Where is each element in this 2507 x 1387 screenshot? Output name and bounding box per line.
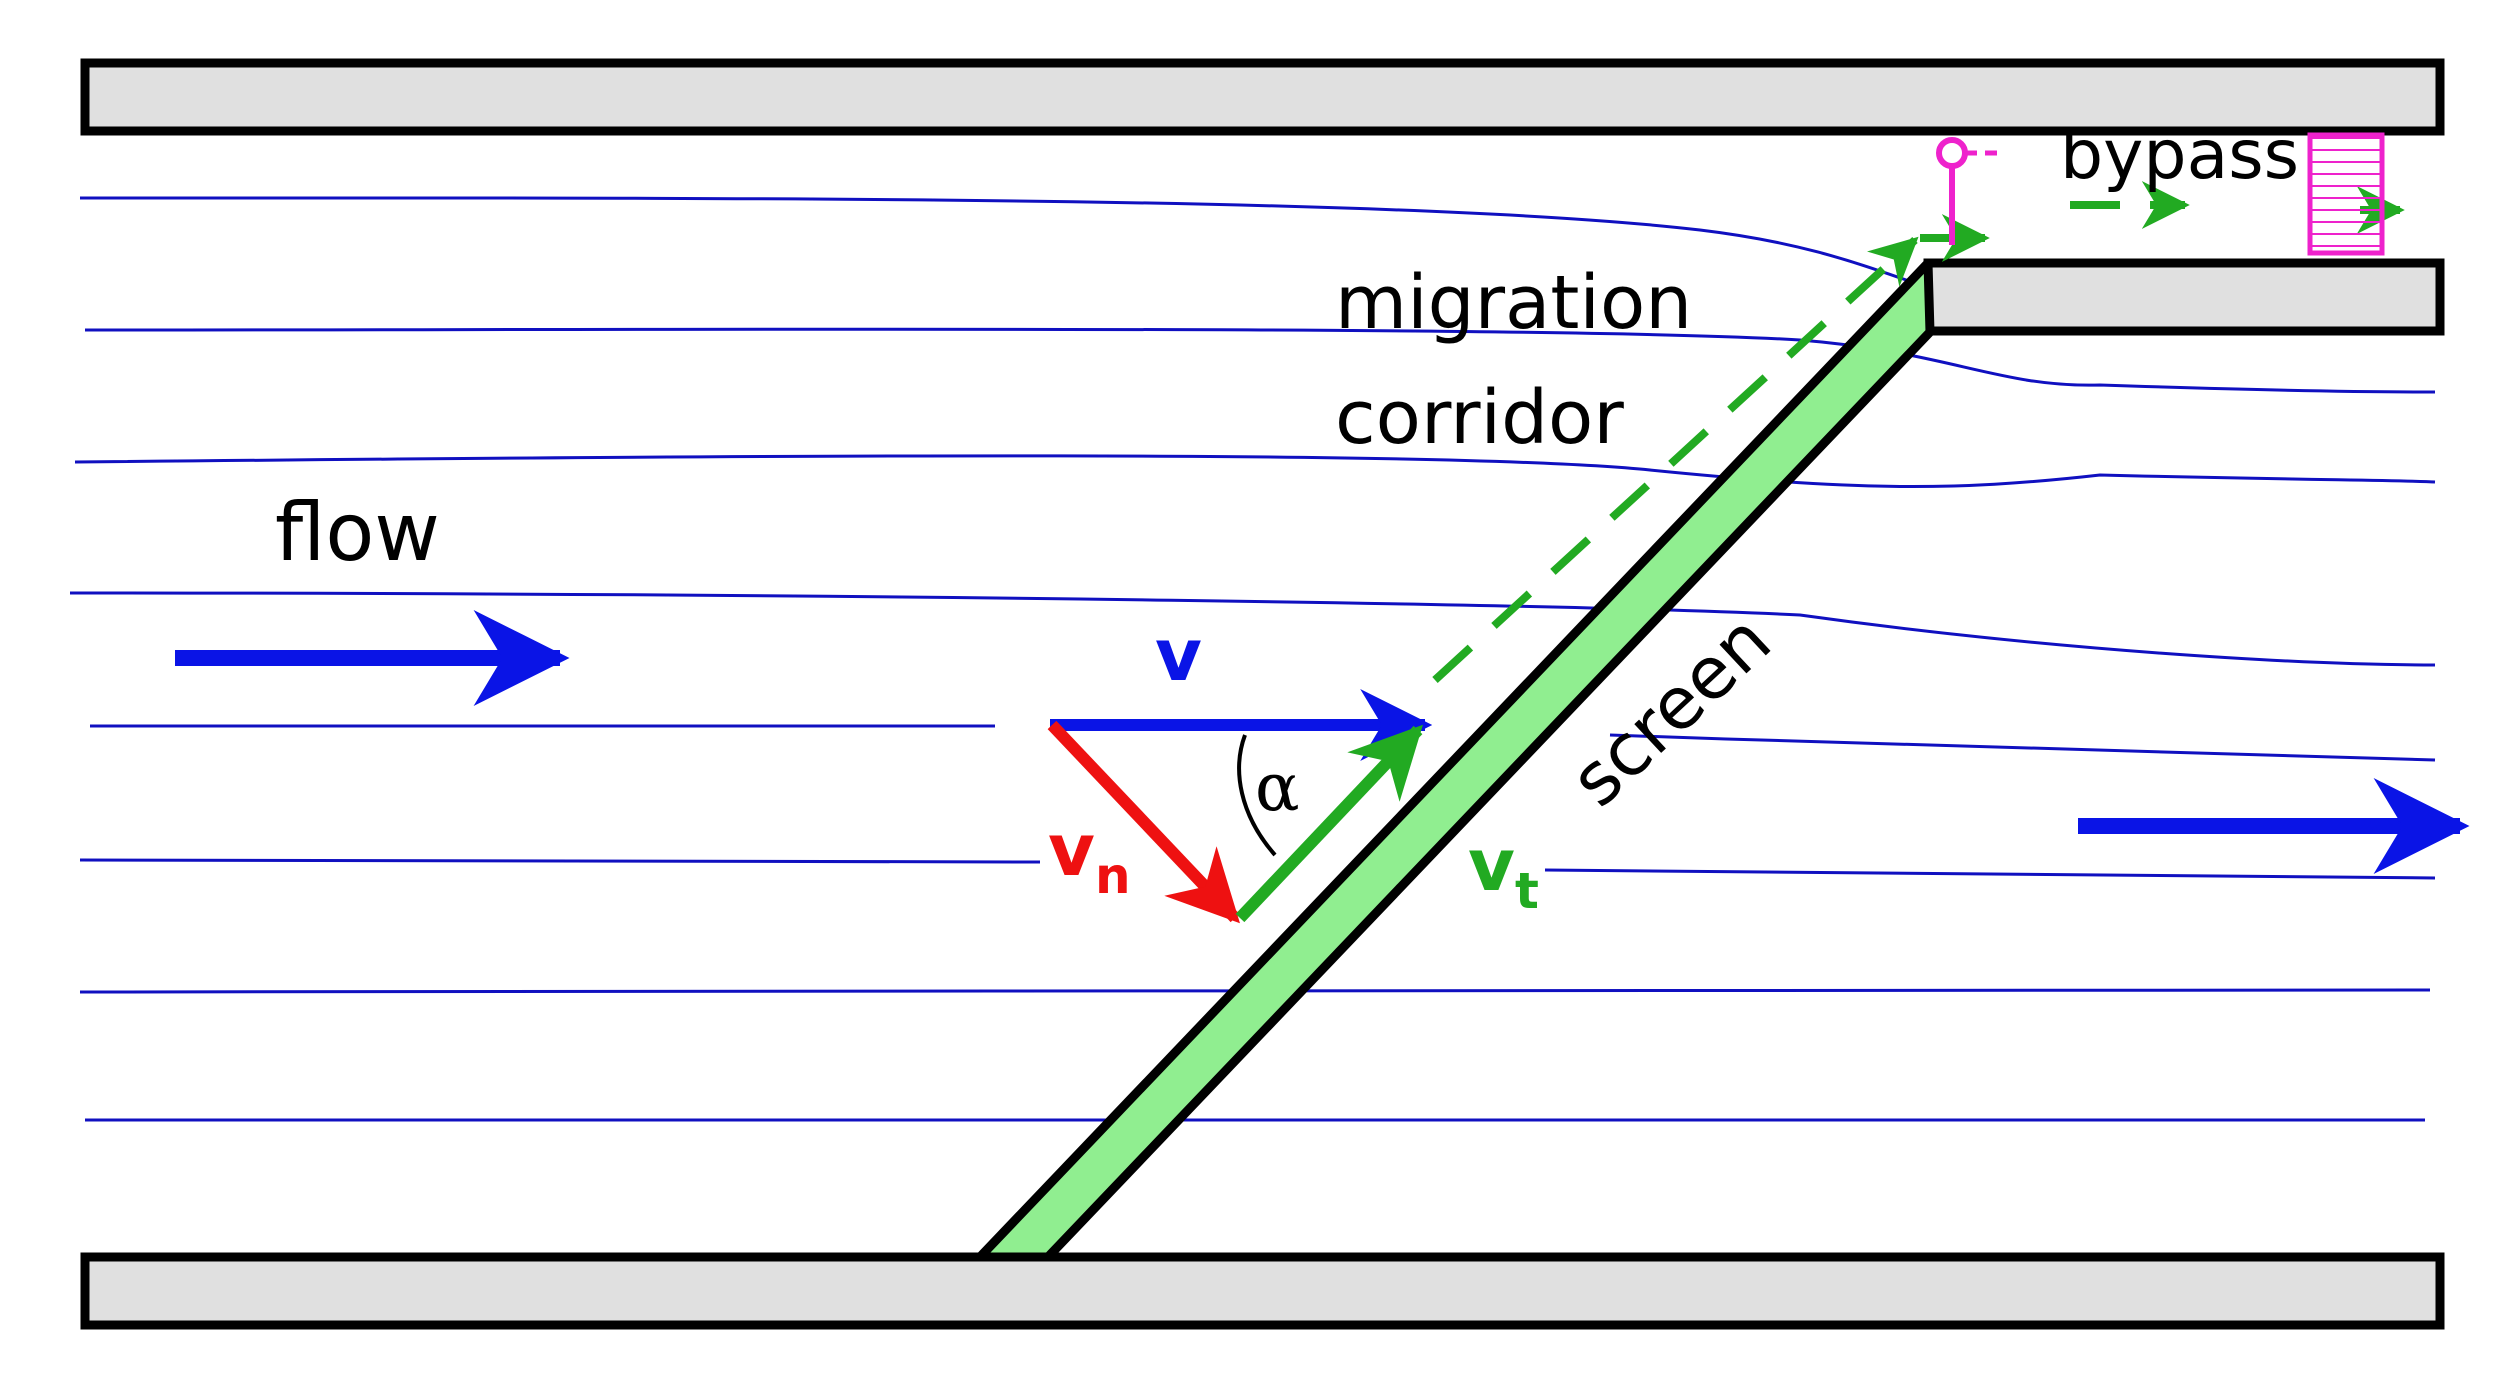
alpha-label: α xyxy=(1255,749,1300,826)
vn-label: vn xyxy=(1048,808,1131,905)
migration-label: migration xyxy=(1335,260,1692,346)
streamline-7 xyxy=(79,988,2431,994)
v-label: v xyxy=(1155,613,1202,697)
top-wall xyxy=(80,58,2445,136)
flow-label: flow xyxy=(275,486,440,579)
streamline-2 xyxy=(84,327,2436,394)
streamline-6 xyxy=(79,858,1041,864)
vt-label: vt xyxy=(1468,823,1539,920)
streamline-3 xyxy=(74,454,2436,488)
screen-panel xyxy=(975,258,1935,1262)
vt-main: v xyxy=(1468,823,1515,907)
streamline-1 xyxy=(79,196,2011,314)
corridor-label: corridor xyxy=(1335,375,1624,461)
velocity-vector-vn xyxy=(1047,720,1240,924)
streamline-5-right xyxy=(1609,733,2436,762)
bypass-gate-icon xyxy=(1936,137,2005,245)
bypass-outlet-icon xyxy=(2307,132,2385,256)
vn-main: v xyxy=(1048,808,1095,892)
bypass-wall xyxy=(1923,258,2445,336)
bypass-label: bypass xyxy=(2060,116,2299,195)
velocity-vector-vt xyxy=(1235,724,1423,923)
vt-subscript: t xyxy=(1515,862,1539,920)
vn-subscript: n xyxy=(1095,847,1131,905)
angle-arc xyxy=(1237,734,1277,857)
bottom-wall xyxy=(80,1252,2445,1330)
streamline-6-right xyxy=(1544,868,2436,880)
streamlines xyxy=(69,196,2436,1122)
